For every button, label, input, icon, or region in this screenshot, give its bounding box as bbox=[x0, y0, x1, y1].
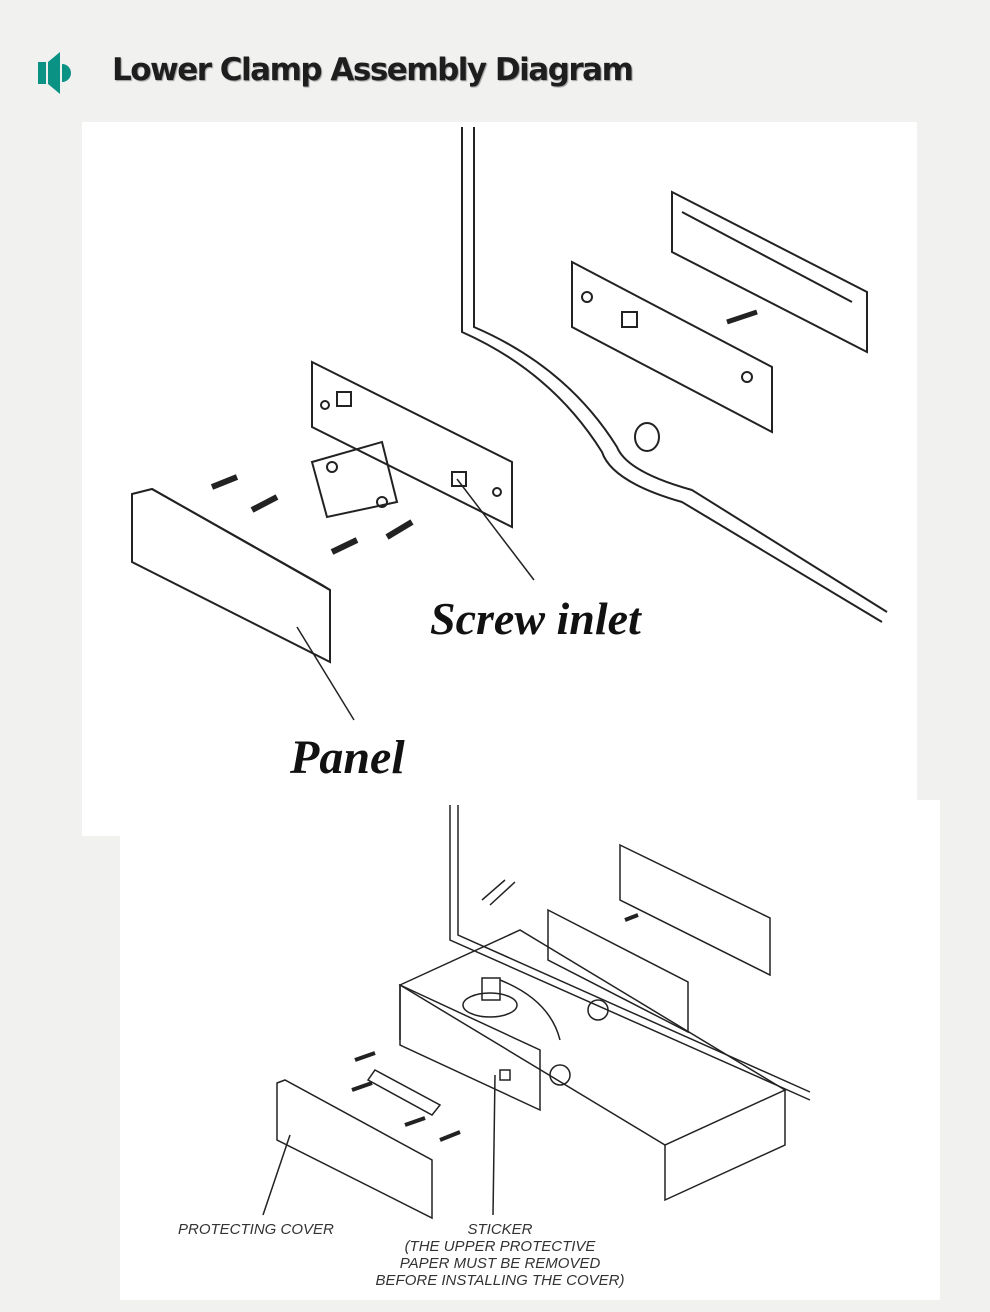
header-icon bbox=[38, 52, 76, 94]
panel-label: Panel bbox=[290, 731, 405, 784]
bottom-exploded-drawing bbox=[262, 805, 811, 1220]
speaker-icon bbox=[38, 52, 71, 94]
sticker-label-block: STICKER (THE UPPER PROTECTIVE PAPER MUST… bbox=[360, 1221, 640, 1289]
bottom-assembly-diagram: PROTECTING COVER STICKER (THE UPPER PROT… bbox=[120, 800, 940, 1300]
page-title: Lower Clamp Assembly Diagram bbox=[112, 52, 634, 88]
sticker-note-line: BEFORE INSTALLING THE COVER) bbox=[375, 1272, 625, 1289]
top-assembly-diagram: Screw inlet Panel bbox=[82, 122, 917, 836]
protecting-cover-label: PROTECTING COVER bbox=[178, 1221, 334, 1238]
sticker-label: STICKER bbox=[467, 1221, 533, 1238]
top-exploded-drawing bbox=[131, 127, 888, 721]
sticker-note-line: (THE UPPER PROTECTIVE bbox=[404, 1238, 596, 1255]
screw-inlet-label: Screw inlet bbox=[430, 593, 641, 644]
sticker-note-line: PAPER MUST BE REMOVED bbox=[399, 1255, 601, 1272]
